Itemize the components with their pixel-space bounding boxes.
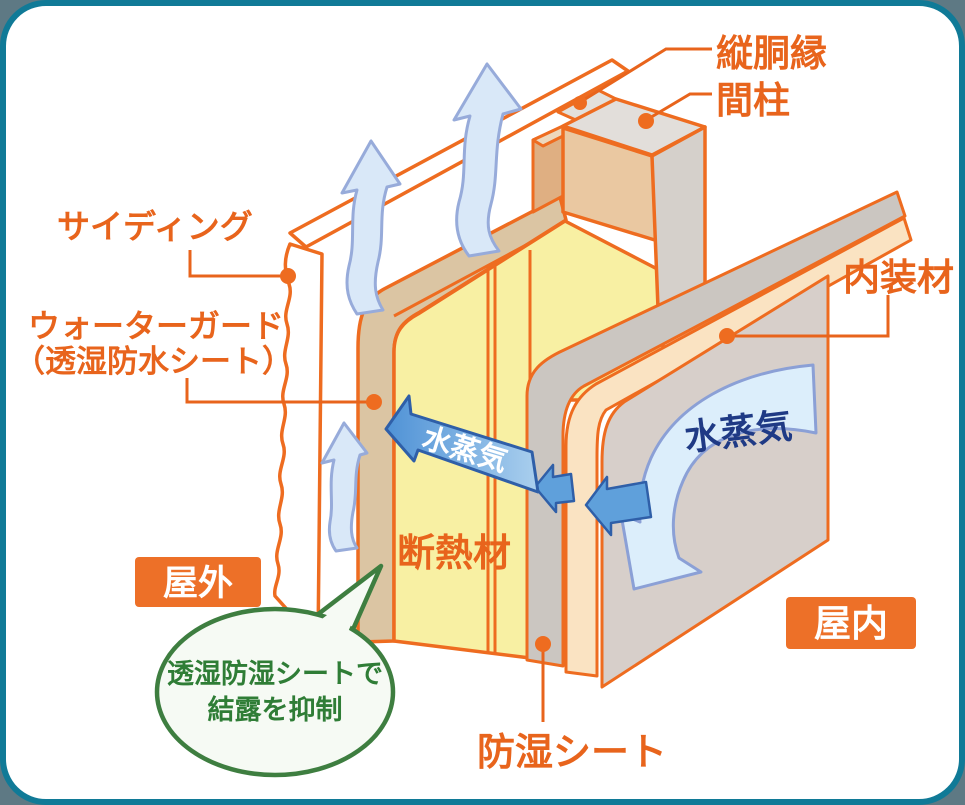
dot-siding — [280, 268, 296, 284]
label-interior: 内装材 — [843, 256, 954, 299]
leader-interior — [730, 295, 890, 338]
dot-dampproof — [535, 636, 551, 652]
leader-dots — [280, 96, 735, 652]
label-stud: 間柱 — [716, 79, 790, 122]
dot-waterguard — [366, 394, 382, 410]
damp-proof-sheet-layer — [525, 190, 907, 668]
label-waterguard-line2: （透湿防水シート） — [14, 344, 293, 380]
up-arrow-2 — [452, 62, 523, 258]
dot-furring — [573, 96, 587, 110]
leader-stud — [647, 92, 712, 121]
dot-stud — [638, 113, 654, 129]
label-siding: サイディング — [57, 207, 253, 246]
vapor-curved-arrow — [619, 363, 818, 591]
label-furring: 縦胴縁 — [716, 32, 827, 75]
leader-lines — [185, 47, 890, 722]
outdoor-badge: 屋外 — [135, 557, 261, 607]
indoor-badge-label: 屋内 — [814, 602, 888, 645]
up-arrow-3 — [320, 421, 369, 553]
leader-waterguard — [185, 378, 370, 404]
vapor-small-arrow-2 — [584, 475, 653, 537]
bubble-text-line1: 透湿防湿シートで — [167, 659, 383, 690]
vapor-small-arrow-1 — [533, 463, 576, 514]
label-dampproof: 防湿シート — [477, 730, 667, 774]
stud-block — [561, 97, 707, 310]
label-insulation: 断熱材 — [397, 531, 511, 575]
speech-bubble: 透湿防湿シートで 結露を抑制 — [154, 563, 396, 778]
leader-siding — [188, 250, 286, 278]
dot-interior — [719, 328, 735, 344]
leader-furring — [581, 47, 712, 103]
indoor-badge: 屋内 — [786, 597, 916, 649]
stud-column — [650, 125, 707, 310]
label-waterguard-line1: ウォーターガード — [28, 307, 284, 345]
up-arrow-1 — [340, 139, 402, 316]
outdoor-badge-label: 屋外 — [163, 564, 233, 604]
siding-panel — [272, 242, 324, 646]
bubble-text-line2: 結露を抑制 — [208, 694, 343, 726]
interior-board-layer — [564, 216, 913, 678]
